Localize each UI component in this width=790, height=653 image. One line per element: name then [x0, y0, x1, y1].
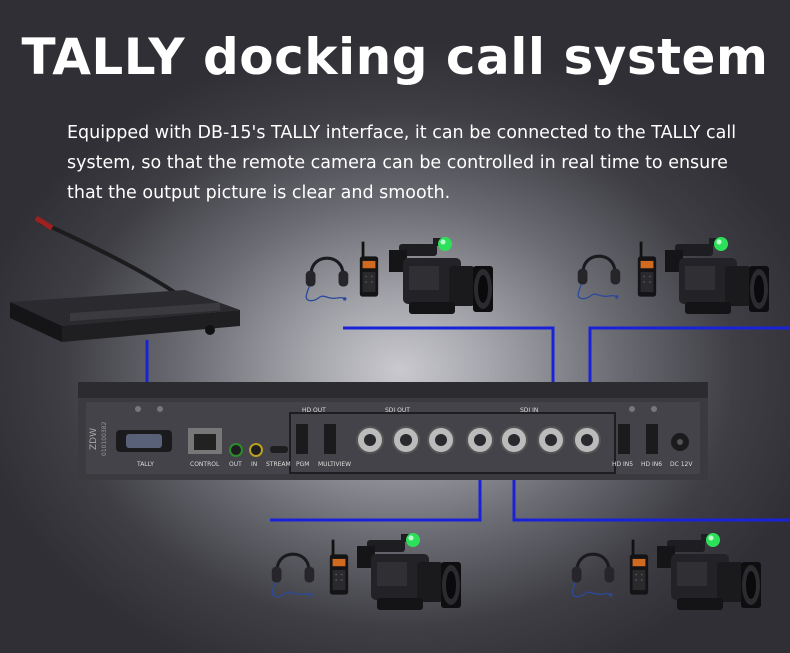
- headset-icon: [270, 552, 316, 599]
- headset-icon: [570, 552, 616, 599]
- video-camera-icon: [657, 533, 761, 610]
- sdi-out-label: SDI OUT: [385, 407, 410, 414]
- video-camera-icon: [357, 533, 461, 610]
- description-line: that the output picture is clear and smo…: [67, 183, 451, 203]
- video-camera-icon: [389, 237, 493, 314]
- control-port-label: CONTROL: [190, 461, 220, 468]
- dc-label: DC 12V: [670, 461, 693, 468]
- operator-group-bottom-left: [270, 533, 461, 610]
- serial-label: 010100382: [101, 421, 108, 456]
- walkie-talkie-icon: [629, 539, 649, 595]
- walkie-talkie-icon: [329, 539, 349, 595]
- hd-in6-label: HD IN6: [641, 461, 662, 468]
- multiview-label: MULTIVIEW: [318, 461, 351, 468]
- page-title: TALLY docking call system: [21, 28, 769, 86]
- video-switcher-device: ZDW 010100382 TALLY CONTROL OUT IN STREA…: [78, 382, 708, 480]
- pgm-label: PGM: [296, 461, 309, 468]
- walkie-talkie-icon: [359, 241, 379, 297]
- hd-out-label: HD OUT: [302, 407, 326, 414]
- brand-label: ZDW: [89, 428, 99, 450]
- description-line: Equipped with DB-15's TALLY interface, i…: [67, 123, 737, 143]
- tally-port-label: TALLY: [136, 461, 154, 468]
- headset-icon: [576, 254, 622, 301]
- tally-call-console-icon: [10, 215, 240, 342]
- description-line: system, so that the remote camera can be…: [67, 153, 728, 173]
- description: Equipped with DB-15's TALLY interface, i…: [67, 118, 737, 208]
- walkie-talkie-icon: [637, 241, 657, 297]
- operator-group-top-left: [304, 237, 493, 314]
- sdi-in-label: SDI IN: [520, 407, 538, 414]
- audio-in-label: IN: [251, 461, 257, 468]
- audio-out-label: OUT: [229, 461, 242, 468]
- operator-group-bottom-right: [570, 533, 761, 610]
- video-camera-icon: [665, 237, 769, 314]
- stream-port-label: STREAM: [266, 461, 291, 468]
- operator-group-top-right: [576, 237, 769, 314]
- hd-in5-label: HD IN5: [612, 461, 633, 468]
- headset-icon: [304, 256, 350, 303]
